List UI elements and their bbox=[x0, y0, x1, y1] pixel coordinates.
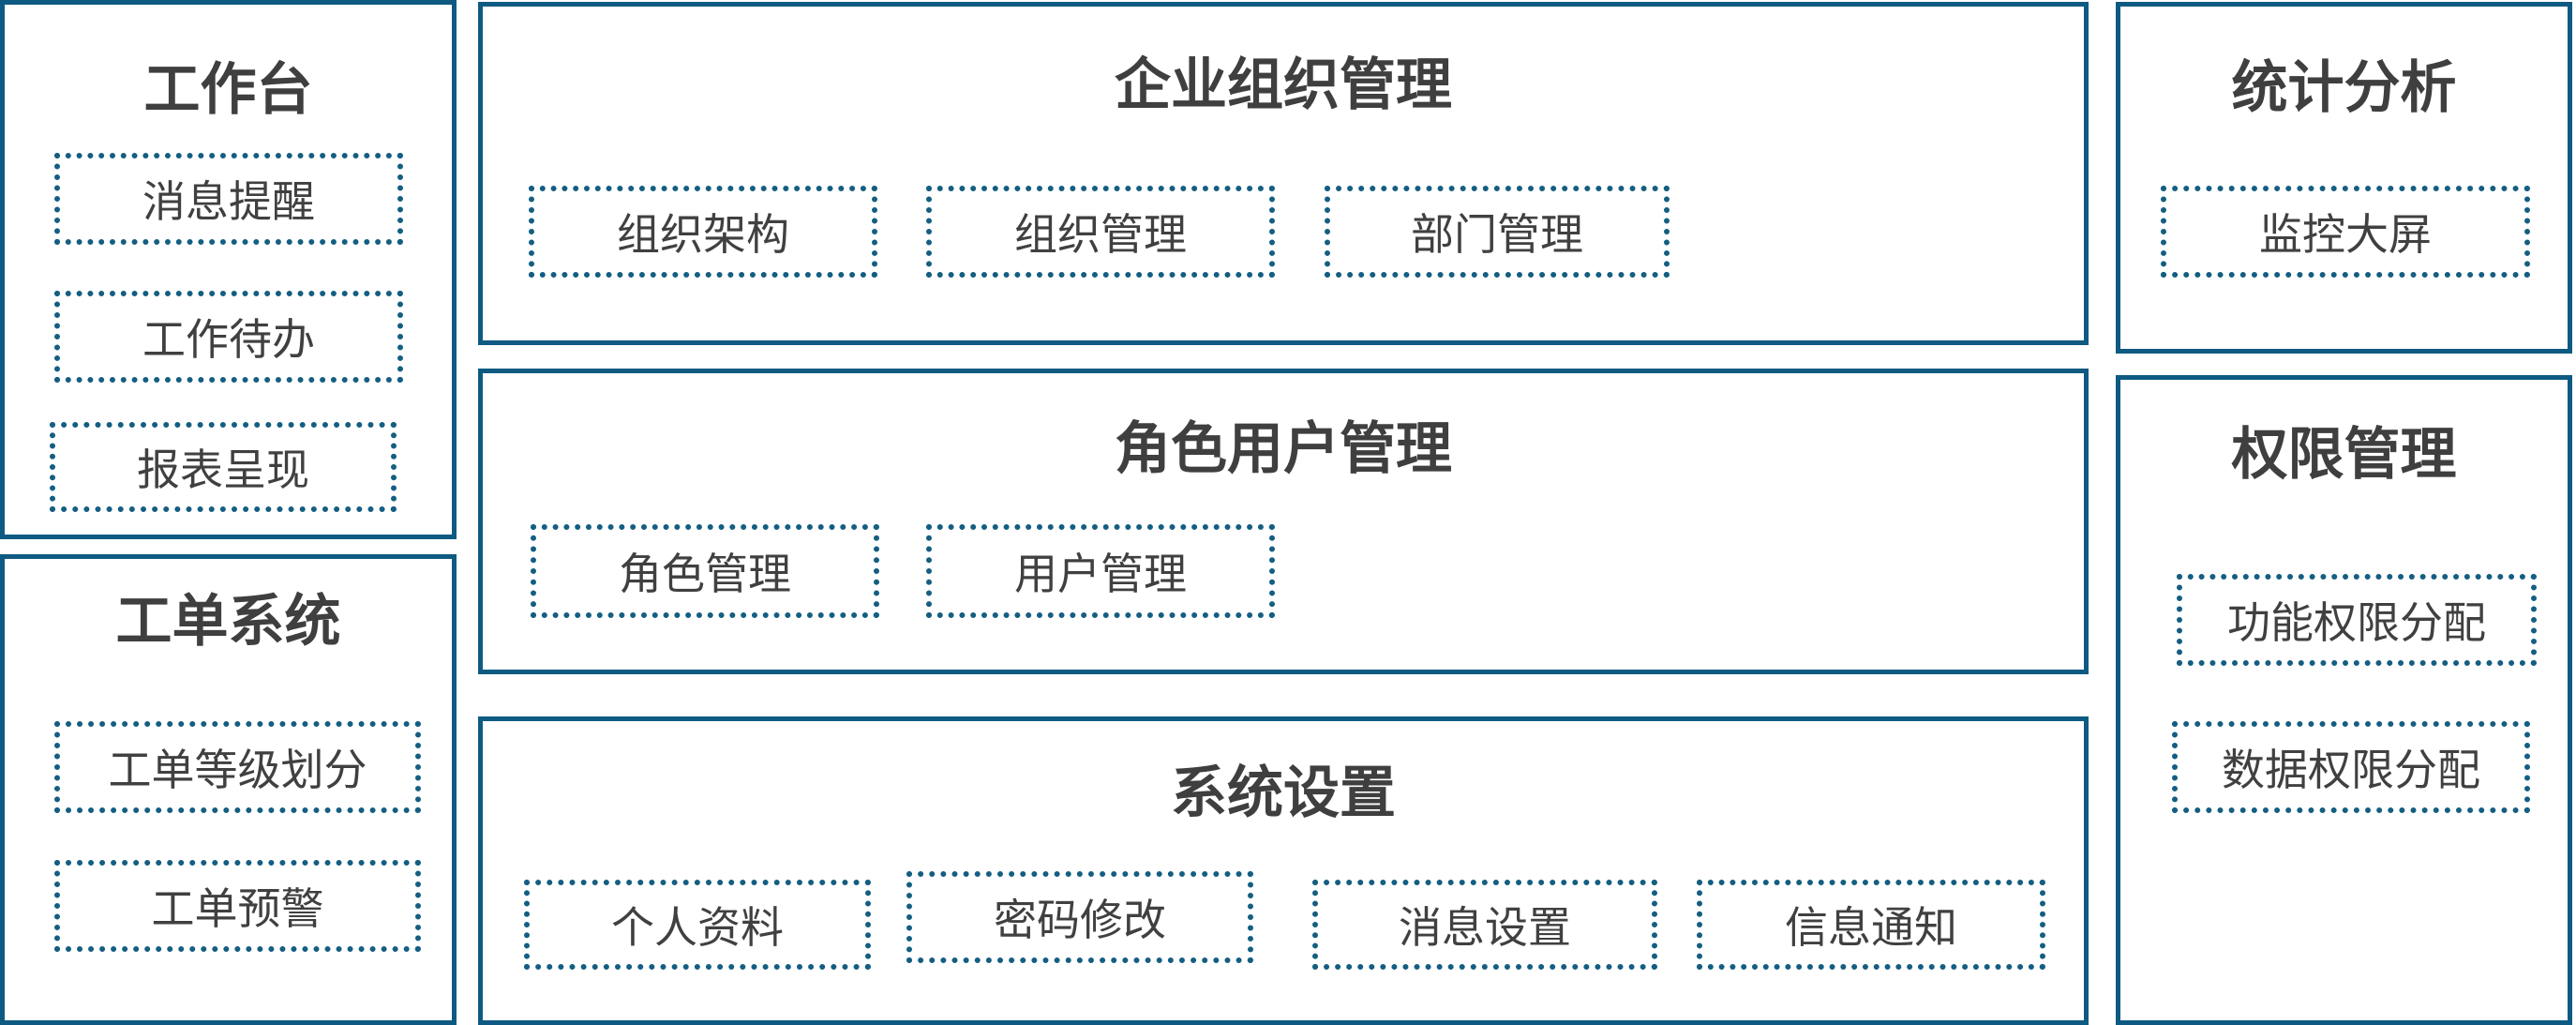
item-password-change[interactable]: 密码修改 bbox=[906, 871, 1253, 963]
item-role-management[interactable]: 角色管理 bbox=[531, 524, 879, 618]
workbench-title: 工作台 bbox=[143, 57, 313, 123]
settings-title: 系统设置 bbox=[1171, 761, 1396, 826]
org-panel: 企业组织管理 bbox=[478, 2, 2089, 345]
settings-panel: 系统设置 bbox=[478, 716, 2089, 1025]
item-info-notice[interactable]: 信息通知 bbox=[1697, 880, 2045, 970]
item-data-permission[interactable]: 数据权限分配 bbox=[2172, 721, 2530, 813]
org-title: 企业组织管理 bbox=[1115, 53, 1452, 118]
perm-title: 权限管理 bbox=[2231, 422, 2457, 488]
item-message-settings[interactable]: 消息设置 bbox=[1312, 880, 1657, 970]
ticket-title: 工单系统 bbox=[115, 589, 341, 655]
item-report[interactable]: 报表呈现 bbox=[50, 422, 397, 512]
item-ticket-level[interactable]: 工单等级划分 bbox=[54, 721, 421, 813]
item-ticket-warning[interactable]: 工单预警 bbox=[54, 860, 421, 952]
item-user-management[interactable]: 用户管理 bbox=[926, 524, 1275, 618]
stats-panel: 统计分析 bbox=[2116, 2, 2572, 354]
item-dept-management[interactable]: 部门管理 bbox=[1325, 186, 1670, 278]
item-work-todo[interactable]: 工作待办 bbox=[54, 291, 403, 383]
item-org-management[interactable]: 组织管理 bbox=[926, 186, 1275, 278]
role-panel: 角色用户管理 bbox=[478, 369, 2089, 674]
item-monitor-screen[interactable]: 监控大屏 bbox=[2161, 186, 2530, 278]
item-org-structure[interactable]: 组织架构 bbox=[529, 186, 877, 278]
perm-panel: 权限管理 bbox=[2116, 375, 2572, 1025]
item-function-permission[interactable]: 功能权限分配 bbox=[2177, 574, 2537, 666]
item-message-reminder[interactable]: 消息提醒 bbox=[54, 153, 403, 245]
stats-title: 统计分析 bbox=[2231, 55, 2457, 121]
item-profile[interactable]: 个人资料 bbox=[524, 880, 871, 970]
workbench-panel: 工作台 bbox=[0, 0, 457, 539]
role-title: 角色用户管理 bbox=[1115, 416, 1452, 482]
